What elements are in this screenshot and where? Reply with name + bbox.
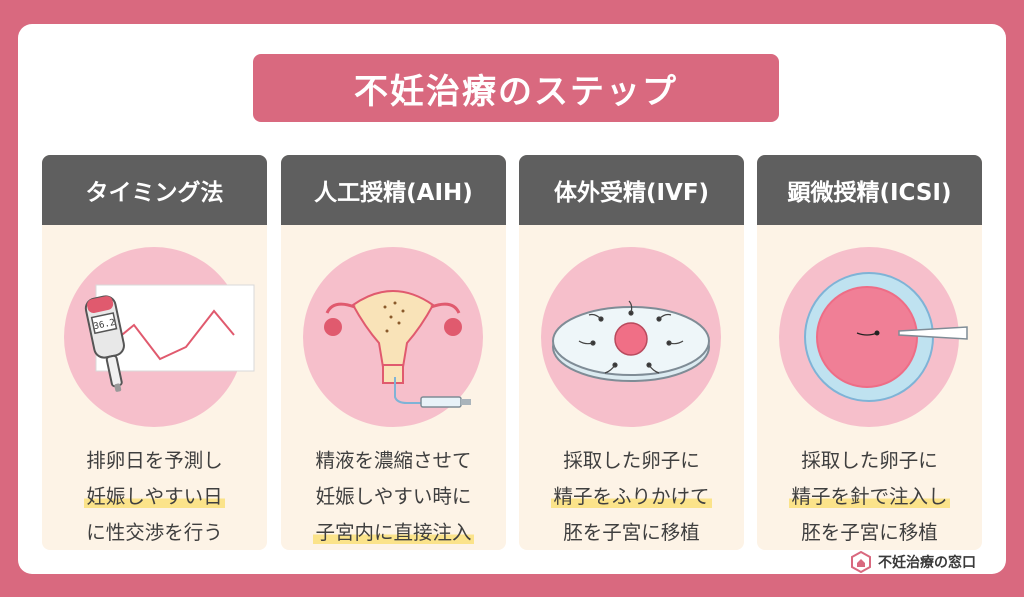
step-heading: 人工授精(AIH) [281, 155, 506, 225]
page-title: 不妊治療のステップ [253, 54, 779, 122]
step-description: 採取した卵子に 精子を針で注入し 胚を子宮に移植 [757, 443, 982, 550]
step-description: 採取した卵子に 精子をふりかけて 胚を子宮に移植 [519, 443, 744, 550]
step-card-icsi: 顕微授精(ICSI) 採取した卵子に 精子を針で注入し 胚を子宮に移植 [757, 155, 982, 550]
step-heading: 顕微授精(ICSI) [757, 155, 982, 225]
uterus-syringe-icon [324, 290, 471, 408]
step-card-ivf: 体外受精(IVF) 採取した卵子に 精子をふりかけて 胚を子宮に移植 [519, 155, 744, 550]
description-line: 採取した卵子に [563, 449, 700, 472]
description-line: 精液を濃縮させて [315, 449, 472, 472]
description-line: に性交渉を行う [86, 521, 223, 544]
petri-dish-sperm-icon [552, 300, 710, 382]
ivf-illustration [541, 247, 721, 427]
step-card-aih: 人工授精(AIH) 精液を濃縮させて 妊娠しやすい時に 子宮内に直接注入 [281, 155, 506, 550]
description-line: 胚を子宮に移植 [563, 521, 700, 544]
step-heading: 体外受精(IVF) [519, 155, 744, 225]
aih-illustration [303, 247, 483, 427]
step-heading: タイミング法 [42, 155, 267, 225]
description-line: 採取した卵子に [801, 449, 938, 472]
description-line: 子宮内に直接注入 [313, 521, 474, 544]
timing-illustration: 36.2 [64, 247, 255, 427]
step-description: 排卵日を予測し 妊娠しやすい日 に性交渉を行う [42, 443, 267, 550]
description-line: 排卵日を予測し [86, 449, 223, 472]
description-line: 胚を子宮に移植 [801, 521, 938, 544]
step-card-timing: タイミング法 36.2 排卵日を予測し 妊娠しやすい日 に性交渉を行う [42, 155, 267, 550]
brand-logo: 不妊治療の窓口 [850, 551, 976, 573]
egg-needle-injection-icon [804, 272, 968, 402]
thermometer-chart-icon: 36.2 [84, 284, 255, 392]
icsi-illustration [779, 247, 968, 427]
description-line: 精子を針で注入し [789, 485, 950, 508]
description-line: 妊娠しやすい日 [84, 485, 225, 508]
description-line: 妊娠しやすい時に [315, 485, 472, 508]
description-line: 精子をふりかけて [551, 485, 712, 508]
step-description: 精液を濃縮させて 妊娠しやすい時に 子宮内に直接注入 [281, 443, 506, 550]
thermometer-reading: 36.2 [93, 318, 116, 332]
home-hexagon-logo-icon [851, 551, 871, 573]
brand-name: 不妊治療の窓口 [878, 555, 976, 571]
